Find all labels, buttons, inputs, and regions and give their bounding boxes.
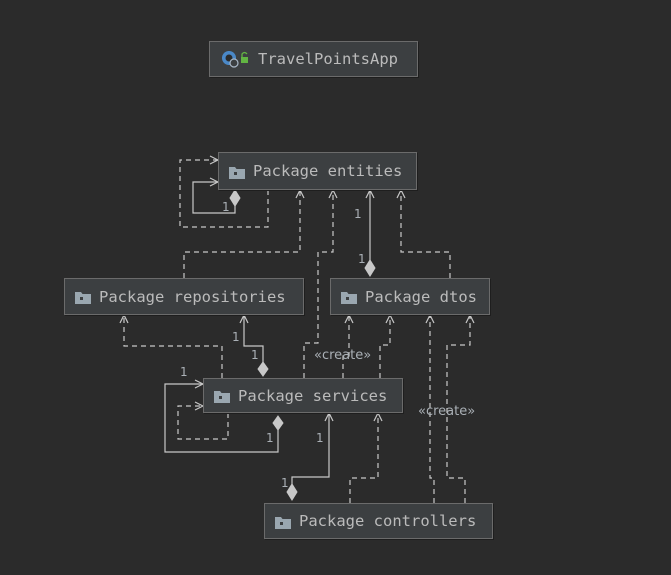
- multiplicity-services-from-controllers: 1: [316, 431, 324, 445]
- edge-services-to-repositories-composition: [244, 315, 264, 362]
- multiplicity-services-self-top: 1: [180, 365, 188, 379]
- edge-controllers-to-dtos: [446, 315, 470, 503]
- folder-icon: [214, 389, 230, 403]
- edge-services-to-dtos-create: [342, 315, 349, 378]
- package-services-label: Package services: [238, 386, 388, 405]
- folder-icon: [75, 290, 91, 304]
- multiplicity-controllers-diamond: 1: [281, 476, 289, 490]
- multiplicity-dtos-diamond: 1: [358, 252, 366, 266]
- app-node[interactable]: TravelPointsApp: [209, 41, 418, 77]
- edge-services-self-dependency: [177, 406, 229, 440]
- multiplicity-services-self-diamond: 1: [266, 431, 274, 445]
- multiplicity-entities-from-dtos: 1: [354, 207, 362, 221]
- edge-controllers-to-services: [349, 413, 378, 503]
- package-entities-node[interactable]: Package entities: [218, 152, 417, 190]
- diamond-controllers: [286, 483, 298, 501]
- multiplicity-services-diamond-repo: 1: [251, 348, 259, 362]
- edge-dtos-to-entities-dependency: [401, 190, 451, 278]
- multiplicity-repositories: 1: [232, 330, 240, 344]
- edge-repositories-to-entities: [183, 190, 300, 278]
- folder-icon: [229, 165, 245, 179]
- stereotype-controllers-dtos: «create»: [418, 404, 476, 419]
- diamond-services-repositories: [257, 361, 269, 377]
- multiplicity-entities-self: 1: [222, 200, 230, 214]
- diamond-services-self: [272, 415, 284, 431]
- package-dtos-label: Package dtos: [365, 287, 477, 306]
- package-services-node[interactable]: Package services: [203, 378, 403, 413]
- edge-entities-self-composition: [192, 182, 236, 214]
- package-controllers-label: Package controllers: [299, 512, 477, 530]
- edge-services-self-composition: [164, 384, 279, 453]
- app-module-icon: [220, 49, 250, 69]
- package-controllers-node[interactable]: Package controllers: [264, 503, 493, 539]
- edge-controllers-to-dtos-create: [430, 315, 435, 503]
- folder-icon: [275, 515, 291, 529]
- edge-controllers-to-services-composition: [291, 413, 329, 484]
- package-dtos-node[interactable]: Package dtos: [330, 278, 490, 315]
- diamond-entities-self: [229, 189, 241, 207]
- stereotype-services-dtos: «create»: [314, 348, 372, 363]
- app-title: TravelPointsApp: [258, 50, 398, 68]
- diamond-dtos: [364, 259, 376, 277]
- edge-services-to-entities: [303, 190, 333, 378]
- package-repositories-label: Package repositories: [99, 287, 286, 306]
- edge-services-to-repositories: [124, 315, 223, 378]
- package-repositories-node[interactable]: Package repositories: [64, 278, 304, 315]
- package-entities-label: Package entities: [253, 162, 403, 180]
- folder-icon: [341, 290, 357, 304]
- edge-services-to-dtos: [379, 315, 390, 378]
